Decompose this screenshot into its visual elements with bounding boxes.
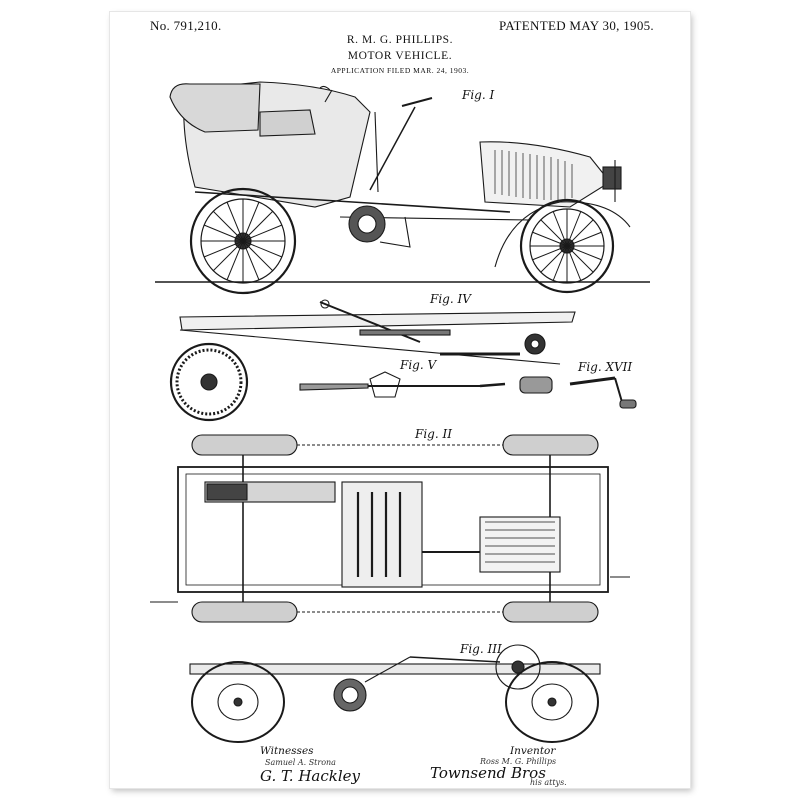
fig-5-lever [299, 371, 506, 398]
fig-1-label: Fig. I [462, 88, 495, 102]
patented-date: PATENTED MAY 30, 1905. [498, 18, 654, 33]
patent-title: MOTOR VEHICLE. [347, 50, 453, 62]
fig-4-section [169, 299, 576, 422]
application-filed: APPLICATION FILED MAR. 24, 1903. [330, 66, 470, 75]
patent-number: No. 791,210. [150, 18, 222, 33]
fig-4-label: Fig. IV [430, 292, 471, 306]
inventor-name: R. M. G. PHILLIPS. [346, 34, 454, 46]
fig-5-label: Fig. V [400, 358, 437, 372]
patent-drawing [150, 81, 650, 743]
inventor-signature: Ross M. G. Phillips [480, 757, 557, 766]
witness-2: G. T. Hackley [260, 767, 360, 785]
witness-1: Samuel A. Strona [265, 758, 336, 767]
patent-sheet: No. 791,210. PATENTED MAY 30, 1905. R. M… [110, 12, 690, 788]
fig-2-label: Fig. II [415, 427, 452, 441]
fig-3-elevation [189, 644, 601, 743]
fig-2-plan-view [150, 434, 630, 623]
inventor-label: Inventor [510, 745, 556, 757]
fig-3-label: Fig. III [460, 642, 502, 656]
attys-note: his attys. [530, 778, 567, 787]
fig-17-label: Fig. XVII [578, 360, 633, 374]
witnesses-label: Witnesses [260, 745, 314, 757]
fig-17-crank [519, 376, 637, 409]
fig-1-side-view [155, 81, 650, 295]
attorneys-signature: Townsend Bros [430, 764, 546, 782]
